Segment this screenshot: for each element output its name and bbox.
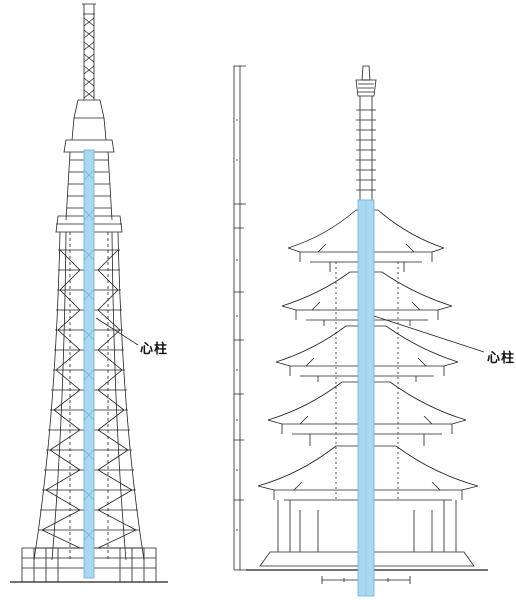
lattice-tower-section xyxy=(10,3,168,583)
pagoda-finial xyxy=(355,65,377,200)
tower-central-column-label: 心柱 xyxy=(140,342,169,357)
tower-central-column xyxy=(83,149,95,579)
tower-leader-line xyxy=(95,317,139,346)
pagoda-scale-bar xyxy=(233,65,246,571)
pagoda-section xyxy=(233,65,488,597)
pagoda-bracketing xyxy=(293,243,441,500)
pagoda-central-pillar-label: 心柱 xyxy=(487,351,516,366)
pagoda-leader-line xyxy=(373,315,485,353)
tower-antenna xyxy=(82,3,96,100)
